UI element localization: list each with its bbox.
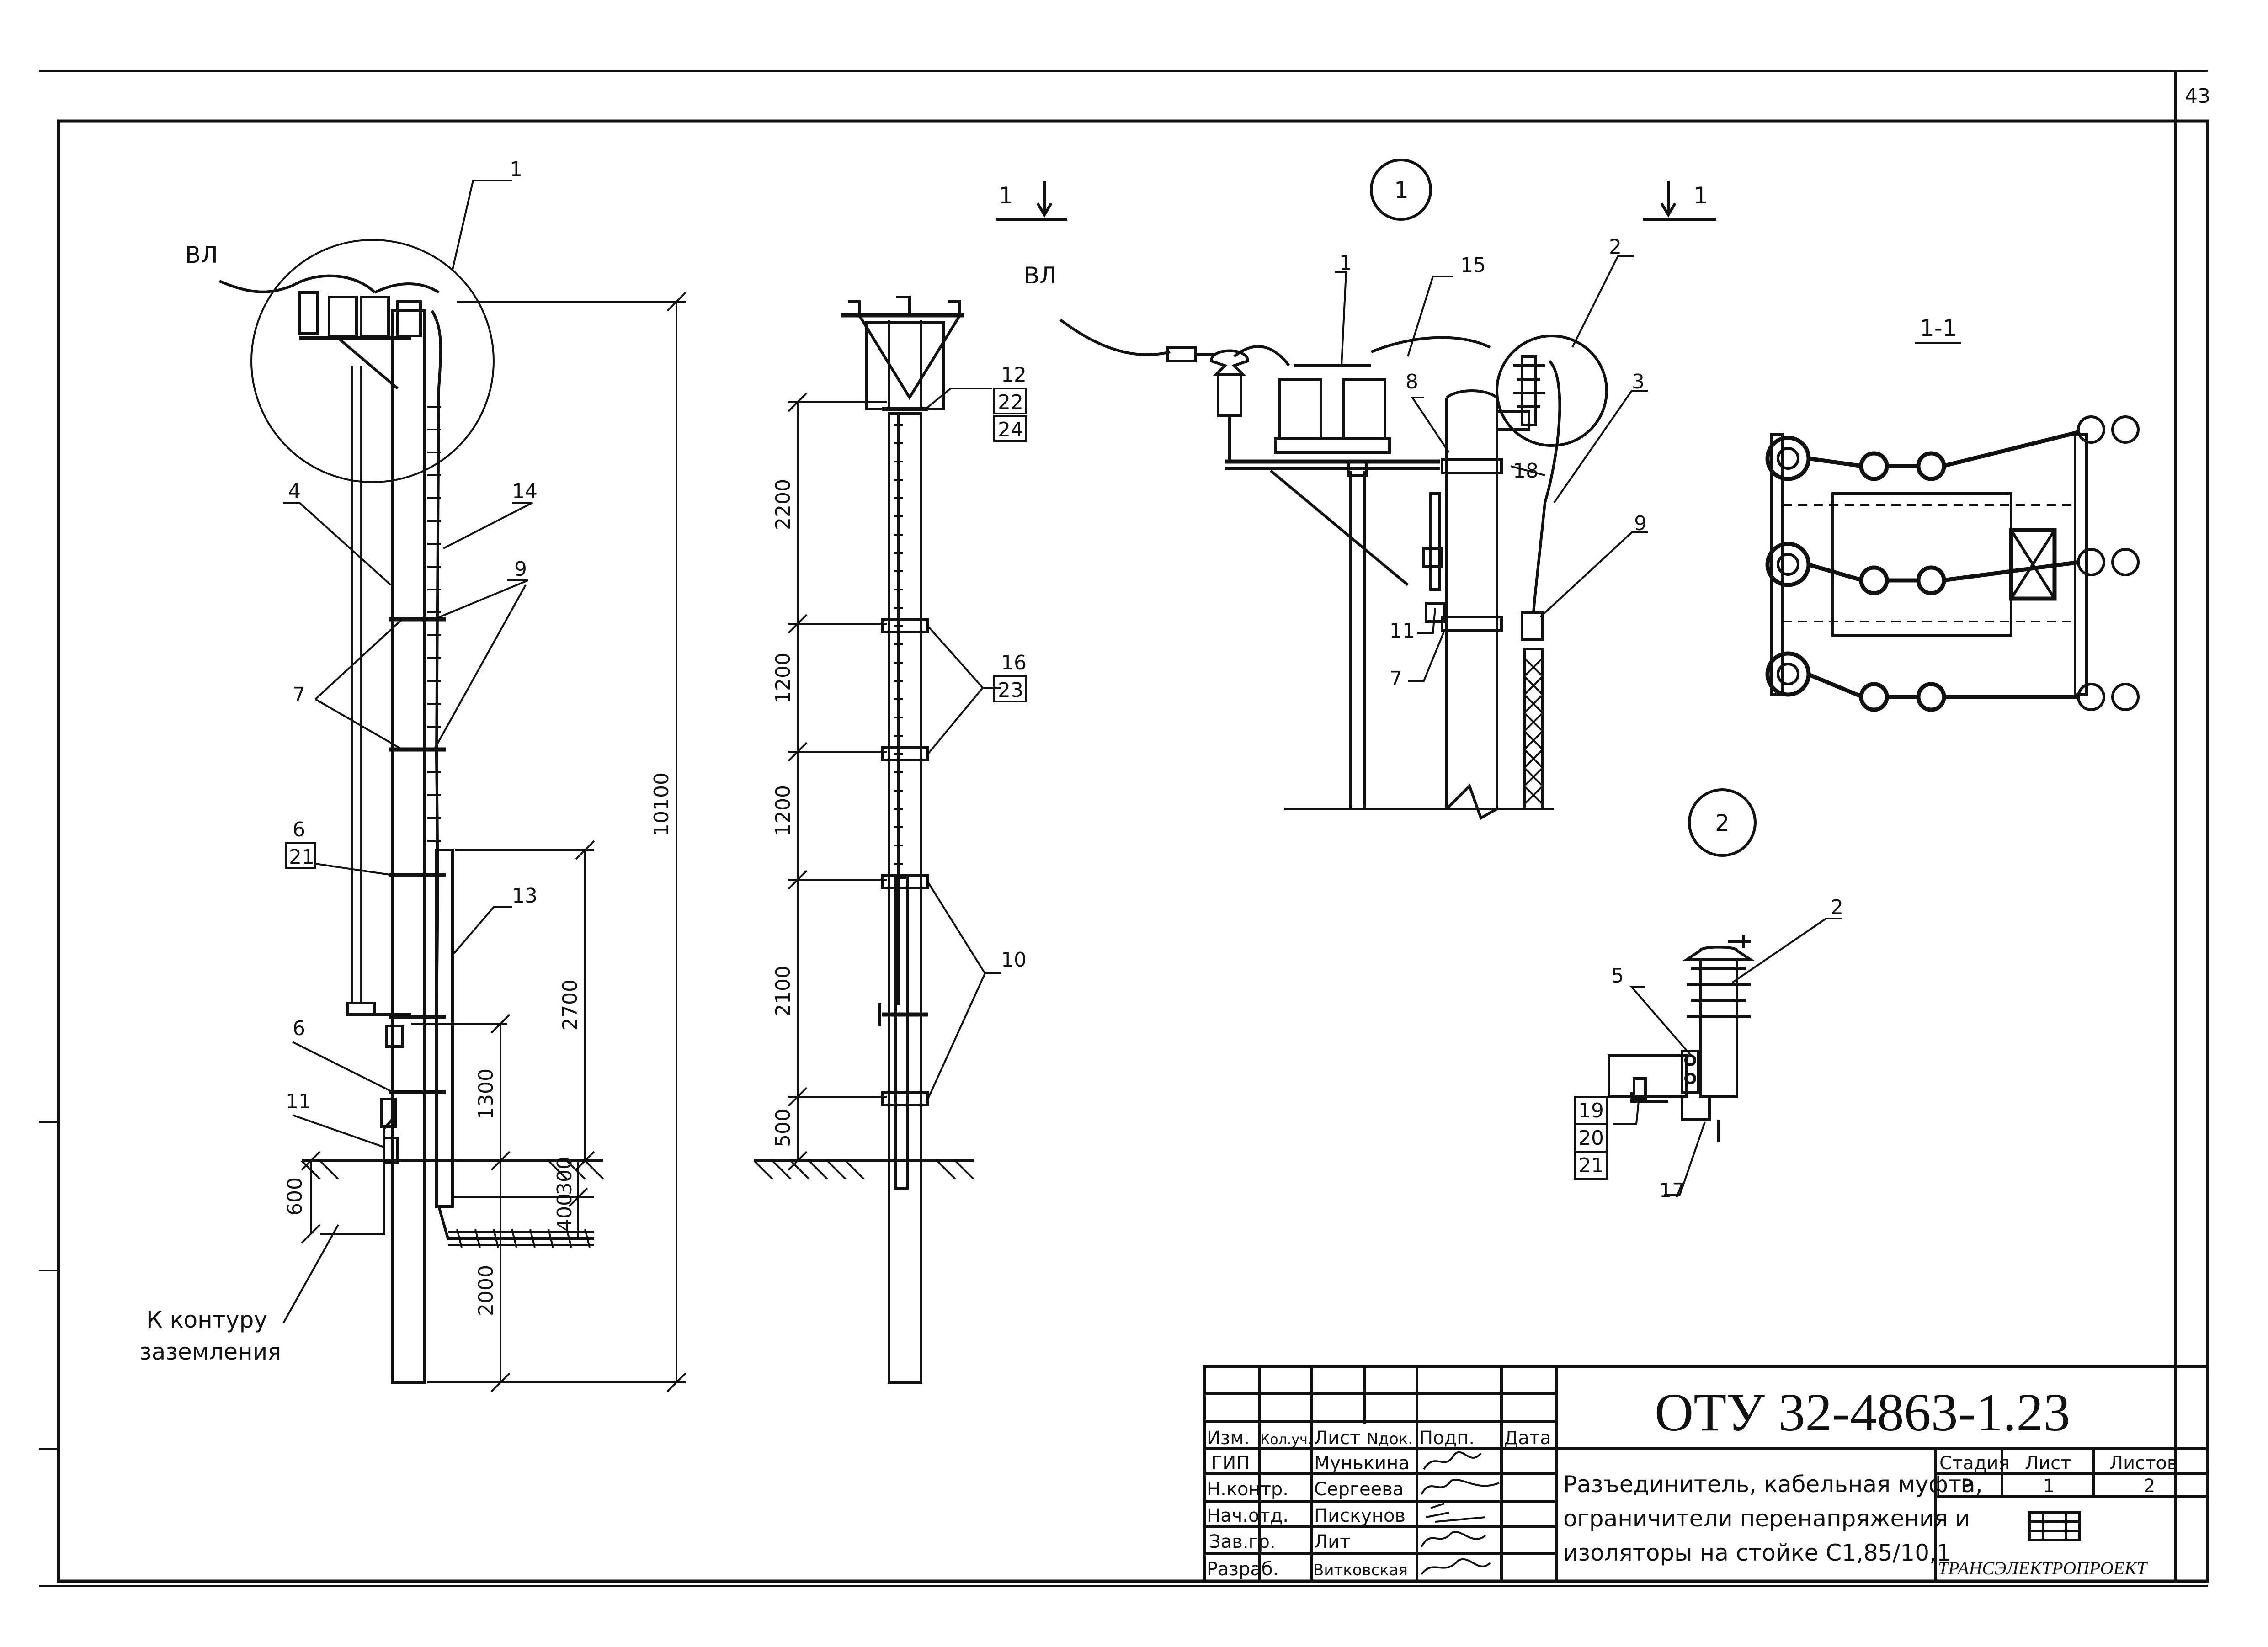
detail-1-view <box>1059 159 1716 820</box>
dim-2000: 2000 <box>474 1265 498 1316</box>
section-mark-1-middle: 1 <box>999 182 1013 209</box>
callout-1-left: 1 <box>510 158 522 181</box>
tb-header-data: Дата <box>1504 1428 1551 1449</box>
callout-6-left: 6 <box>293 818 305 841</box>
detail1-callout-3: 3 <box>1632 370 1645 393</box>
vl-label-left: ВЛ <box>185 242 218 268</box>
detail2-callout-5: 5 <box>1611 964 1624 988</box>
callout-10: 10 <box>1001 948 1027 972</box>
tb-header-izm: Изм. <box>1207 1428 1250 1449</box>
dim-10100: 10100 <box>650 772 673 836</box>
dim-1200b: 1200 <box>772 785 795 836</box>
title-line-2: ограничители перенапряжения и <box>1563 1505 1970 1532</box>
callout-7-left: 7 <box>293 683 305 707</box>
title-line-3: изоляторы на стойке С1,85/10,1 <box>1563 1540 1951 1566</box>
tb-role-zavgr: Зав.гр. <box>1209 1531 1276 1552</box>
tb-role-gip: ГИП <box>1211 1453 1250 1474</box>
callout-23: 23 <box>998 679 1023 702</box>
dim-1300: 1300 <box>474 1068 498 1120</box>
middle-front-view <box>753 181 1067 1384</box>
dim-2100: 2100 <box>772 966 795 1017</box>
callout-4-left: 4 <box>288 480 301 503</box>
callout-16: 16 <box>1001 651 1027 675</box>
tb-header-podp: Подп. <box>1419 1428 1475 1449</box>
section-1-1-view <box>1765 342 2140 712</box>
dim-400: 400 <box>553 1193 576 1232</box>
signature-zavgr <box>1421 1530 1486 1547</box>
signature-gip <box>1423 1451 1482 1470</box>
detail1-callout-15: 15 <box>1460 254 1486 277</box>
signature-razrab <box>1421 1558 1491 1575</box>
detail2-callout-20: 20 <box>1578 1126 1604 1150</box>
sheet-header: Лист <box>2025 1453 2071 1474</box>
callout-9-left: 9 <box>514 558 527 581</box>
tb-name-gip: Мунькина <box>1314 1453 1410 1474</box>
tb-role-razrab: Разраб. <box>1207 1559 1278 1580</box>
ground-label-2: заземления <box>139 1339 281 1365</box>
detail1-callout-9: 9 <box>1634 512 1647 535</box>
section-1-1-label: 1-1 <box>1920 315 1957 341</box>
sheet-value: 1 <box>2043 1476 2055 1497</box>
callout-14-left: 14 <box>512 480 538 503</box>
dim-2700: 2700 <box>559 979 582 1031</box>
dim-1200a: 1200 <box>772 653 795 704</box>
tb-header-ndok: Nдок. <box>1367 1430 1413 1448</box>
dim-600: 600 <box>283 1177 307 1216</box>
detail1-callout-11: 11 <box>1390 619 1415 643</box>
ground-label-1: К контуру <box>146 1307 267 1333</box>
tb-header-list: Лист <box>1314 1428 1360 1449</box>
detail1-callout-7: 7 <box>1390 667 1402 691</box>
detail1-callout-2: 2 <box>1609 235 1622 259</box>
callout-6b-left: 6 <box>293 1017 305 1040</box>
callout-11-left: 11 <box>286 1090 311 1113</box>
detail2-callout-19: 19 <box>1578 1099 1604 1122</box>
callout-22: 22 <box>998 391 1023 414</box>
page-number: 43 <box>2185 85 2210 108</box>
tb-name-razrab: Витковская <box>1313 1561 1408 1579</box>
detail2-callout-17: 17 <box>1659 1179 1685 1202</box>
signature-nachotd <box>1426 1503 1486 1523</box>
detail-2-circle-label: 2 <box>1715 810 1730 836</box>
tb-role-nachotd: Нач.отд. <box>1207 1505 1288 1526</box>
callout-21-left: 21 <box>289 845 314 869</box>
stage-value: Р <box>1961 1476 1972 1497</box>
tb-name-zavgr: Лит <box>1314 1531 1350 1552</box>
sheets-header: Листов <box>2109 1453 2177 1474</box>
dim-2200: 2200 <box>772 479 795 530</box>
signatures <box>1421 1451 1500 1575</box>
section-mark-1-right: 1 <box>1693 182 1708 209</box>
detail1-callout-8: 8 <box>1406 370 1418 393</box>
detail-1-circle-label: 1 <box>1394 177 1409 203</box>
detail1-callout-18: 18 <box>1513 459 1539 483</box>
title-line-1: Разъединитель, кабельная муфта, <box>1563 1471 1983 1498</box>
doc-code: ОТУ 32-4863-1.23 <box>1655 1382 2070 1442</box>
detail2-callout-21: 21 <box>1578 1154 1604 1177</box>
stage-header: Стадия <box>1939 1453 2009 1474</box>
sheets-value: 2 <box>2144 1476 2155 1497</box>
tb-name-nachotd: Пискунов <box>1314 1505 1406 1526</box>
signature-nkontr <box>1421 1479 1500 1495</box>
dim-500: 500 <box>772 1109 795 1147</box>
tb-header-kol: Кол.уч. <box>1260 1432 1312 1448</box>
detail1-callout-1: 1 <box>1339 251 1352 275</box>
vl-label-detail: ВЛ <box>1024 262 1057 289</box>
callout-12: 12 <box>1001 363 1027 387</box>
detail2-callout-2: 2 <box>1831 896 1843 919</box>
left-elevation-view <box>218 180 687 1392</box>
tb-name-nkontr: Сергеева <box>1314 1479 1404 1500</box>
sheet-frame <box>39 70 2209 1587</box>
callout-13-left: 13 <box>512 884 538 908</box>
detail-2-view <box>1608 788 1842 1196</box>
tb-role-nkontr: Н.контр. <box>1207 1479 1288 1500</box>
title-block <box>1203 1365 2209 1583</box>
callout-24: 24 <box>998 418 1023 441</box>
dim-300: 300 <box>553 1157 576 1195</box>
company-name: ТРАНСЭЛЕКТРОПРОЕКТ <box>1938 1558 2148 1578</box>
